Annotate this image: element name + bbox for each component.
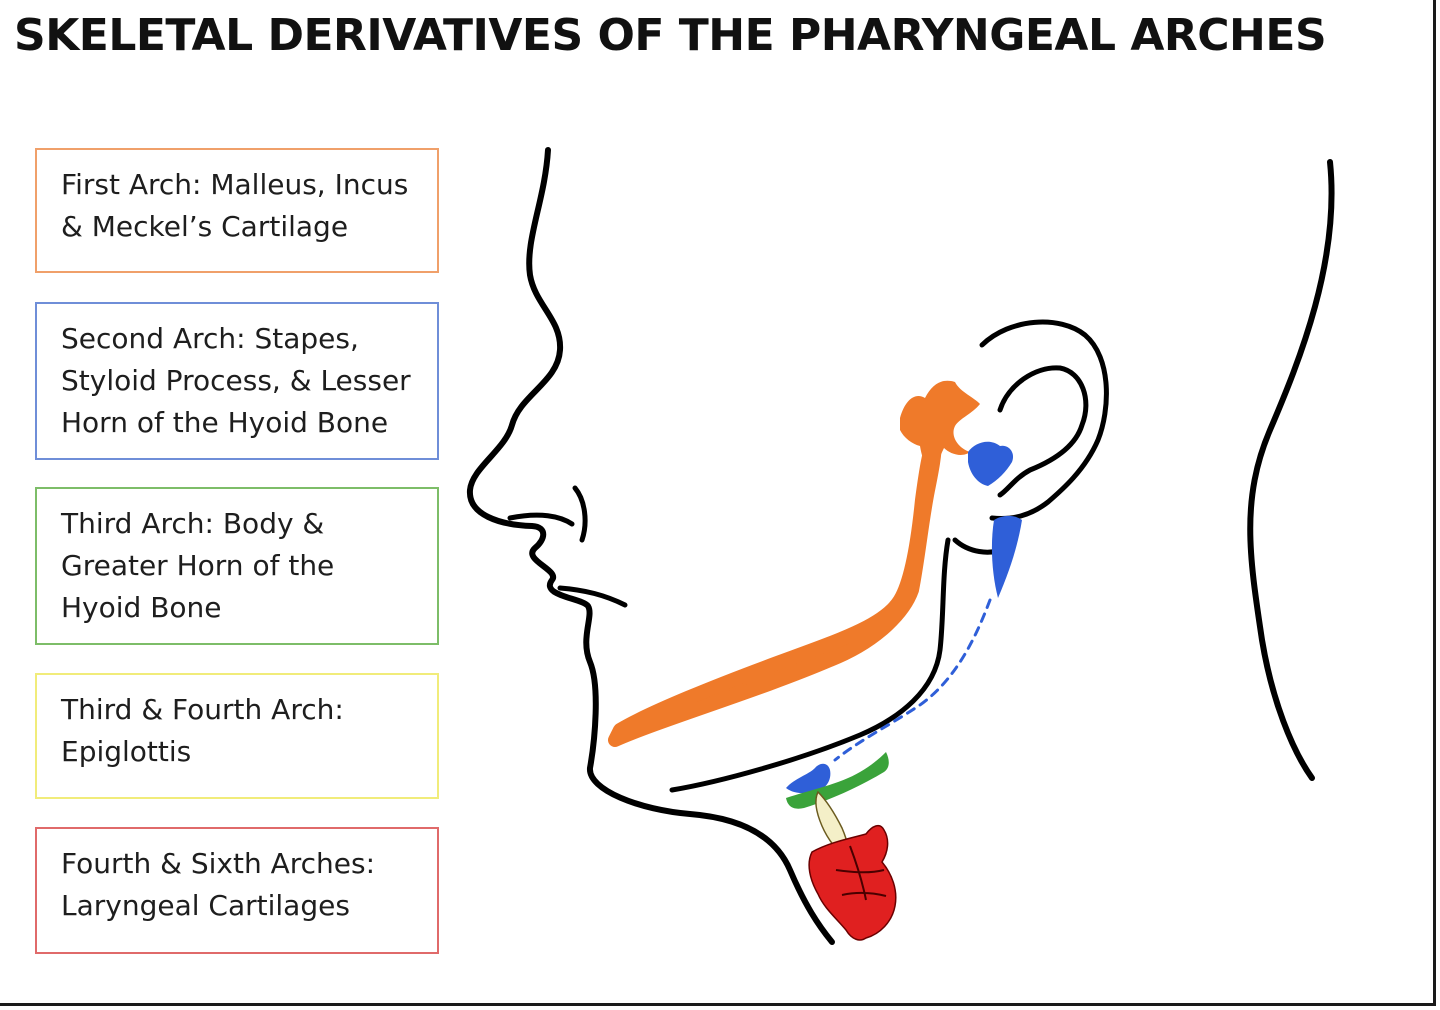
legend-text-line: Third & Fourth Arch: (61, 693, 344, 726)
legend-text-line: First Arch: Malleus, Incus (61, 168, 409, 201)
stapes-shape (968, 441, 1014, 486)
legend-text-line: & Meckel’s Cartilage (61, 210, 349, 243)
malleus-incus-shape (900, 380, 980, 474)
upper-lip-line (507, 512, 575, 527)
legend-text-line: Laryngeal Cartilages (61, 889, 350, 922)
legend-third-arch: Third Arch: Body & Greater Horn of the H… (35, 487, 439, 645)
legend-text-line: Fourth & Sixth Arches: (61, 847, 376, 880)
legend-text-line: Styloid Process, & Lesser (61, 364, 411, 397)
laryngeal-cartilages-shape (808, 824, 897, 941)
stylohyoid-ligament (833, 598, 992, 762)
laryngeal-detail-line (835, 845, 887, 901)
legend-first-arch: First Arch: Malleus, Incus & Meckel’s Ca… (35, 148, 439, 273)
ear-outer-outline (979, 319, 1109, 521)
ear-inner-outline (997, 365, 1089, 498)
legend-fourth-sixth-arches: Fourth & Sixth Arches: Laryngeal Cartila… (35, 827, 439, 954)
legend-text-line: Epiglottis (61, 735, 192, 768)
hyoid-bone-shape (786, 752, 889, 809)
meckels-cartilage-shape (608, 433, 942, 747)
legend-text-line: Horn of the Hyoid Bone (61, 406, 389, 439)
legend-text-line: Third Arch: Body & (61, 507, 325, 540)
lower-lip-line (557, 585, 628, 608)
styloid-process-shape (991, 515, 1022, 598)
slide-title: SKELETAL DERIVATIVES OF THE PHARYNGEAL A… (14, 10, 1327, 61)
back-neck-outline (1247, 159, 1335, 781)
legend-text-line: Second Arch: Stapes, (61, 322, 359, 355)
legend-third-fourth-arch: Third & Fourth Arch: Epiglottis (35, 673, 439, 799)
face-profile-outline (466, 147, 835, 945)
legend-text-line: Hyoid Bone (61, 591, 222, 624)
jaw-underline (669, 537, 951, 793)
legend-second-arch: Second Arch: Stapes, Styloid Process, & … (35, 302, 439, 460)
nasolabial-line (572, 485, 588, 543)
legend-text-line: Greater Horn of the (61, 549, 335, 582)
lesser-horn-shape (786, 763, 831, 794)
